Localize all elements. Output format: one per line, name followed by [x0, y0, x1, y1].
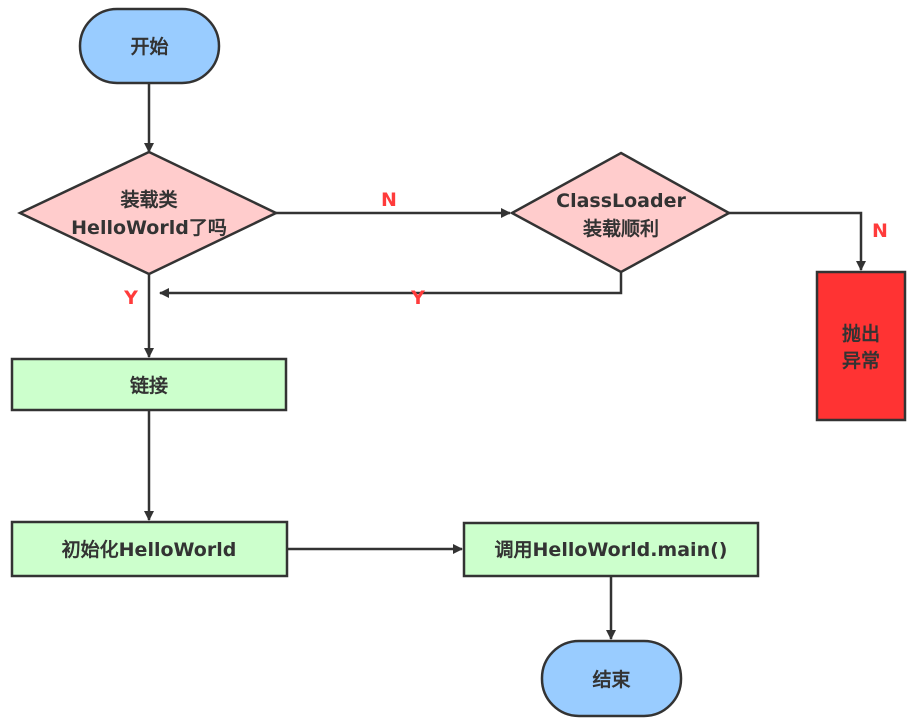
throw-exception-label-line1: 抛出 [842, 322, 880, 345]
check-loaded-shape [17, 150, 279, 276]
link-label: 链接 [130, 374, 168, 397]
check-loaded-label-line1: 装载类 [119, 188, 177, 211]
classloader-label-line2: 装载顺利 [582, 217, 659, 240]
edge-label-check-yes: Y [123, 287, 138, 309]
start-label: 开始 [130, 35, 168, 58]
init-shape [10, 520, 289, 578]
classloader-decision: ClassLoader 装载顺利 [509, 151, 732, 274]
init-node: 初始化HelloWorld [10, 520, 289, 578]
end-node: 结束 [540, 639, 683, 718]
check-loaded-label-line2: HelloWorld了吗 [71, 217, 227, 239]
throw-exception-label-line2: 异常 [842, 349, 880, 372]
classloader-shape [509, 151, 732, 274]
edge-classloader-back-to-link [159, 272, 623, 298]
edge-classloader-to-exception [729, 211, 866, 271]
classloader-label-line1: ClassLoader [556, 190, 686, 212]
link-shape [10, 357, 288, 412]
edge-label-loader-yes: Y [410, 287, 425, 309]
start-node: 开始 [78, 7, 221, 85]
edge-label-loader-no: N [872, 220, 888, 242]
end-label: 结束 [592, 668, 631, 691]
call-main-node: 调用HelloWorld.main() [462, 521, 760, 578]
throw-exception-node: 抛出 异常 [815, 270, 907, 422]
link-node: 链接 [10, 357, 288, 412]
end-shape [540, 639, 683, 718]
init-label: 初始化HelloWorld [62, 538, 237, 561]
call-main-label: 调用HelloWorld.main() [495, 539, 728, 561]
throw-exception-shape [815, 270, 907, 422]
start-shape [78, 7, 221, 85]
check-loaded-decision: 装载类 HelloWorld了吗 [17, 150, 279, 276]
call-main-shape [462, 521, 760, 578]
edge-label-check-no: N [381, 189, 397, 211]
